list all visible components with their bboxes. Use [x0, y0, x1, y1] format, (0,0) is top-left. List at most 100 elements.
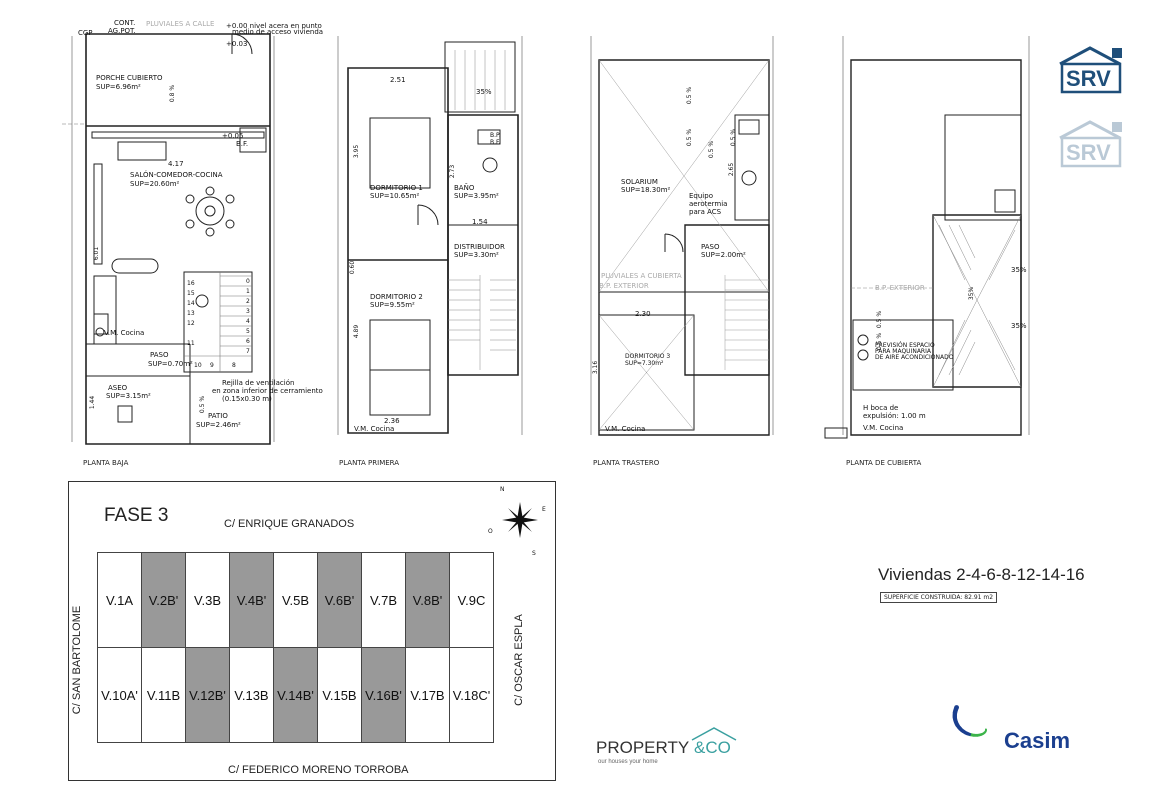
housing-unit: V.14B': [273, 647, 318, 743]
compass-n: N: [500, 486, 505, 493]
plan-baja-drawing: [60, 14, 280, 464]
label-solarium-sup: SUP=18.30m²: [621, 186, 671, 194]
srv-logo-faded: SRV: [1058, 120, 1126, 168]
srv-logo: SRV: [1058, 46, 1126, 94]
plan-primera-drawing: [330, 30, 530, 450]
step-3: 3: [246, 308, 250, 315]
label-dim-273: 2.73: [449, 164, 457, 179]
step-4: 4: [246, 318, 250, 325]
label-paso-trastero-sup: SUP=2.00m²: [701, 251, 746, 259]
label-equipo-1: Equipo: [689, 192, 713, 200]
label-cont: CONT.: [114, 19, 136, 27]
label-pluviales-calle: PLUVIALES A CALLE: [146, 20, 215, 28]
label-vm-trastero: V.M. Cocina: [605, 425, 646, 433]
street-left: C/ SAN BARTOLOME: [71, 605, 83, 715]
label-dim-265: 2.65: [728, 162, 736, 177]
label-pendiente-05-d: 0.5 %: [730, 128, 738, 147]
site-plan-frame: [68, 481, 556, 781]
srv-logo-text: SRV: [1066, 66, 1111, 91]
plan-trastero-drawing: [585, 30, 785, 450]
label-patio: PATIO: [208, 412, 228, 420]
label-cgp: CGP: [78, 29, 93, 37]
label-prevision-3: DE AIRE ACONDICIONADO: [875, 354, 954, 361]
compass-o: O: [488, 528, 493, 535]
label-dim-154: 1.54: [472, 218, 488, 226]
srv-house-faded-icon: [1058, 120, 1122, 168]
casim-swirl-icon: [952, 705, 987, 737]
label-nivel-2: medio de acceso vivienda: [232, 28, 324, 36]
label-dormitorio-3: DORMITORIO 3: [625, 353, 671, 360]
viviendas-title: Viviendas 2-4-6-8-12-14-16: [878, 565, 1085, 584]
phase-title: FASE 3: [104, 505, 169, 526]
label-patio-sup: SUP=2.46m²: [196, 421, 241, 429]
label-prevision-1: PREVISIÓN ESPACIO: [875, 342, 935, 349]
label-vm-cubierta: V.M. Cocina: [863, 424, 904, 432]
label-vm-baja: V.M. Cocina: [104, 329, 145, 337]
housing-unit: V.12B': [185, 647, 230, 743]
casim-dot: [954, 705, 959, 710]
casim-logo-text: Casim: [1004, 728, 1071, 753]
label-pendiente-08: 0.8 %: [169, 84, 177, 103]
housing-unit: V.17B: [405, 647, 450, 743]
housing-unit: V.2B': [141, 552, 186, 648]
label-bp-exterior-cubierta: B.P. EXTERIOR: [875, 284, 925, 292]
step-10: 10: [194, 362, 202, 369]
housing-unit: V.9C: [449, 552, 494, 648]
label-porche-sup: SUP=6.96m²: [96, 83, 141, 91]
street-bottom: C/ FEDERICO MORENO TORROBA: [228, 764, 409, 776]
housing-unit: V.7B: [361, 552, 406, 648]
property-logo-main: PROPERTY: [596, 738, 690, 757]
label-pendiente-35: 35%: [476, 88, 492, 96]
housing-unit: V.13B: [229, 647, 274, 743]
label-dormitorio-2-sup: SUP=9.55m²: [370, 301, 415, 309]
label-dim-230: 2.30: [635, 310, 651, 318]
label-vm-primera: V.M. Cocina: [354, 425, 395, 433]
compass-s: S: [532, 550, 536, 557]
label-cubierta-pendiente-35-c: 35%: [1011, 322, 1027, 330]
label-bp-exterior-trastero: B.P. EXTERIOR: [599, 282, 649, 290]
plan-cubierta-drawing: [815, 30, 1045, 450]
plan-planta-trastero: 0.5 % 0.5 % 0.5 % 0.5 % 2.65 SOLARIUM SU…: [585, 30, 785, 450]
housing-unit: V.10A': [97, 647, 142, 743]
plan-planta-primera: 2.51 35% 3.95 DORMITORIO 1 SUP=10.65m² B…: [330, 30, 530, 450]
housing-unit: V.16B': [361, 647, 406, 743]
label-dim-144: 1.44: [89, 395, 97, 410]
label-paso-sup: SUP=0.70m²: [148, 360, 193, 368]
housing-unit: V.8B': [405, 552, 450, 648]
label-dim-395: 3.95: [353, 144, 361, 159]
label-nivel-005: +0.05: [222, 132, 244, 140]
label-rejilla-2: en zona inferior de cerramiento: [212, 387, 323, 395]
street-right: C/ OSCAR ESPLA: [513, 614, 525, 706]
label-dim-316: 3.16: [592, 360, 600, 375]
step-15: 15: [187, 290, 195, 297]
caption-planta-primera: PLANTA PRIMERA: [339, 459, 400, 467]
label-bf: B.F.: [236, 140, 249, 148]
label-nivel-1: +0.00 nivel acera en punto: [226, 22, 322, 30]
label-aseo: ASEO: [108, 384, 128, 392]
label-h-boca-1: H boca de: [863, 404, 899, 412]
plan-planta-cubierta: B.P. EXTERIOR 0.5 % 0.5 % 35% 35% 35% PR…: [815, 30, 1045, 450]
superficie-construida: SUPERFICIE CONSTRUIDA: 82.91 m2: [880, 592, 998, 603]
housing-unit: V.18C': [449, 647, 494, 743]
label-bp: B.P.: [490, 132, 501, 139]
property-logo-tagline: our houses your home: [598, 759, 658, 765]
housing-unit: V.4B': [229, 552, 274, 648]
step-16: 16: [187, 280, 195, 287]
label-salon-sup: SUP=20.60m²: [130, 180, 180, 188]
label-bano: BAÑO: [454, 184, 475, 192]
compass-rose: N E S O: [480, 480, 560, 570]
property-logo-amp: &CO: [694, 738, 731, 757]
label-equipo-3: para ACS: [689, 208, 722, 216]
property-roof-icon: [596, 726, 756, 746]
caption-planta-baja: PLANTA BAJA: [83, 459, 129, 467]
step-2: 2: [246, 298, 250, 305]
label-dim-060: 0.60: [349, 260, 357, 275]
label-dormitorio-1-sup: SUP=10.65m²: [370, 192, 420, 200]
label-agpot: AG.POT.: [108, 27, 136, 35]
step-8: 8: [232, 362, 236, 369]
street-top: C/ ENRIQUE GRANADOS: [224, 518, 355, 530]
srv-house-icon: [1058, 46, 1122, 94]
compass-star-icon: [502, 502, 538, 538]
label-solarium: SOLARIUM: [621, 178, 658, 186]
